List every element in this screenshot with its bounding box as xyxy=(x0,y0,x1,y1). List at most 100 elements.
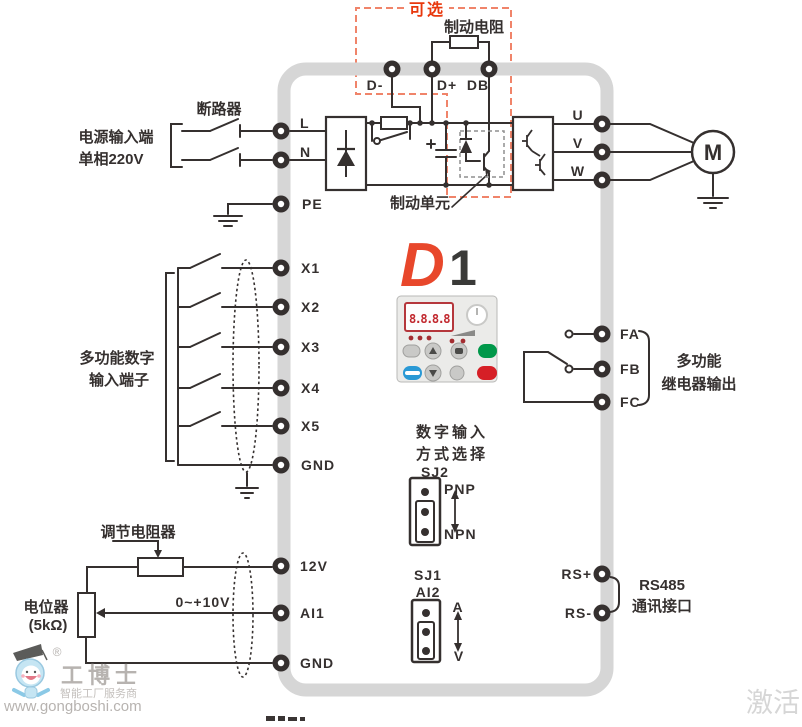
run-button xyxy=(478,344,497,358)
sj2-jumper xyxy=(408,476,459,547)
terminal-12v-label: 12V xyxy=(300,558,328,574)
terminal-x1 xyxy=(272,259,290,277)
terminal-gnd2 xyxy=(272,654,290,672)
terminal-x4-label: X4 xyxy=(301,380,320,396)
terminal-fa-label: FA xyxy=(620,326,640,342)
power-input-label-2: 单相220V xyxy=(78,150,143,168)
potentiometer xyxy=(77,592,96,638)
analog-range-label: 0~+10V xyxy=(175,594,230,610)
terminal-dm xyxy=(383,60,401,78)
bypass-contact xyxy=(373,137,381,145)
sj1-label: SJ1 xyxy=(414,567,442,583)
rectifier-block xyxy=(324,115,368,192)
jog-button-stripe xyxy=(405,371,420,375)
analog-wiring xyxy=(85,540,273,664)
brand-watermark: 工博士 xyxy=(61,663,142,688)
brake-resistor xyxy=(449,35,479,49)
terminal-rs-plus xyxy=(593,565,611,583)
terminal-fa xyxy=(593,325,611,343)
terminal-u-label: U xyxy=(572,107,583,123)
terminal-w xyxy=(593,171,611,189)
terminal-ai1-label: AI1 xyxy=(300,605,325,621)
terminal-fc-label: FC xyxy=(620,394,641,410)
drive-outline xyxy=(277,62,614,697)
terminal-12v xyxy=(272,557,290,575)
adjust-arrow xyxy=(154,550,162,558)
relay-output-label-1: 多功能 xyxy=(676,352,721,370)
terminal-dp xyxy=(423,60,441,78)
logo-one: 1 xyxy=(449,240,477,296)
terminal-x3-label: X3 xyxy=(301,339,320,355)
terminal-x1-label: X1 xyxy=(301,260,320,276)
diode-icon xyxy=(337,150,355,166)
relay-contact-fb xyxy=(564,364,574,374)
d1-logo: D 1 xyxy=(400,231,477,300)
terminals xyxy=(272,60,611,672)
display-digits: 8.8.8.8 xyxy=(409,312,450,326)
registered-mark: ® xyxy=(53,645,62,659)
power-input-label-1: 电源输入端 xyxy=(78,128,153,146)
sj2-label: SJ2 xyxy=(421,464,449,480)
cut-off-text xyxy=(266,716,305,721)
rs485-label-1: RS485 xyxy=(639,577,685,594)
terminal-x4 xyxy=(272,379,290,397)
wiper-arrow xyxy=(96,608,105,618)
terminal-x2 xyxy=(272,298,290,316)
stop-reset-button xyxy=(477,366,497,380)
terminal-n-label: N xyxy=(300,144,311,160)
terminal-db xyxy=(480,60,498,78)
terminal-dp-label: D+ xyxy=(437,77,457,93)
motor: M xyxy=(690,129,736,175)
terminal-fb xyxy=(593,360,611,378)
digital-input-label-2: 输入端子 xyxy=(89,371,149,389)
inverter-block xyxy=(511,115,555,192)
terminal-ai1 xyxy=(272,604,290,622)
relay-output-wiring xyxy=(523,330,650,406)
shielded-cable-digital xyxy=(232,259,260,473)
mode-led xyxy=(460,338,466,344)
terminal-pe xyxy=(272,195,290,213)
brake-resistor-label: 制动电阻 xyxy=(444,18,504,36)
terminal-gnd2-label: GND xyxy=(300,655,334,671)
terminal-x2-label: X2 xyxy=(301,299,320,315)
slider-icon xyxy=(451,330,475,336)
tagline-watermark: 智能工厂服务商 xyxy=(60,686,137,700)
terminal-rs-minus xyxy=(593,604,611,622)
up-arrow-icon xyxy=(429,347,437,354)
digital-input-wiring xyxy=(165,253,273,499)
adjust-resistor-label: 调节电阻器 xyxy=(100,523,176,541)
terminal-v-label: V xyxy=(573,135,583,151)
relay-output-label-2: 继电器输出 xyxy=(661,375,736,393)
esc-button xyxy=(449,365,465,381)
terminal-gnd1 xyxy=(272,456,290,474)
npn-label: NPN xyxy=(444,526,477,542)
precharge-resistor xyxy=(380,116,408,130)
multi-function-icon xyxy=(455,348,463,354)
terminal-pe-label: PE xyxy=(302,196,323,212)
motor-letter: M xyxy=(704,140,722,165)
brake-unit-label: 制动单元 xyxy=(390,194,450,212)
rs485-bracket xyxy=(609,576,620,613)
status-led xyxy=(417,335,423,341)
mode-select-label-2: 方式选择 xyxy=(416,445,488,463)
ai2-label: AI2 xyxy=(416,584,441,600)
terminal-u xyxy=(593,115,611,133)
mode-led xyxy=(449,338,455,344)
status-led xyxy=(426,335,432,341)
shift-button xyxy=(402,344,421,358)
terminal-rs-plus-label: RS+ xyxy=(561,566,592,582)
mascot-logo xyxy=(12,644,50,699)
adjust-resistor xyxy=(137,557,184,577)
activate-watermark: 激活 xyxy=(746,688,800,718)
current-label: A xyxy=(452,599,463,615)
terminal-dm-label: D- xyxy=(367,77,384,93)
terminal-x5-label: X5 xyxy=(301,418,320,434)
potentiometer-label-2: (5kΩ) xyxy=(29,617,68,634)
terminal-fc xyxy=(593,393,611,411)
status-led xyxy=(408,335,414,341)
terminal-rs-minus-label: RS- xyxy=(565,605,592,621)
brake-unit xyxy=(459,130,505,178)
keypad-panel: 8.8.8.8 xyxy=(396,295,498,383)
terminal-fb-label: FB xyxy=(620,361,641,377)
